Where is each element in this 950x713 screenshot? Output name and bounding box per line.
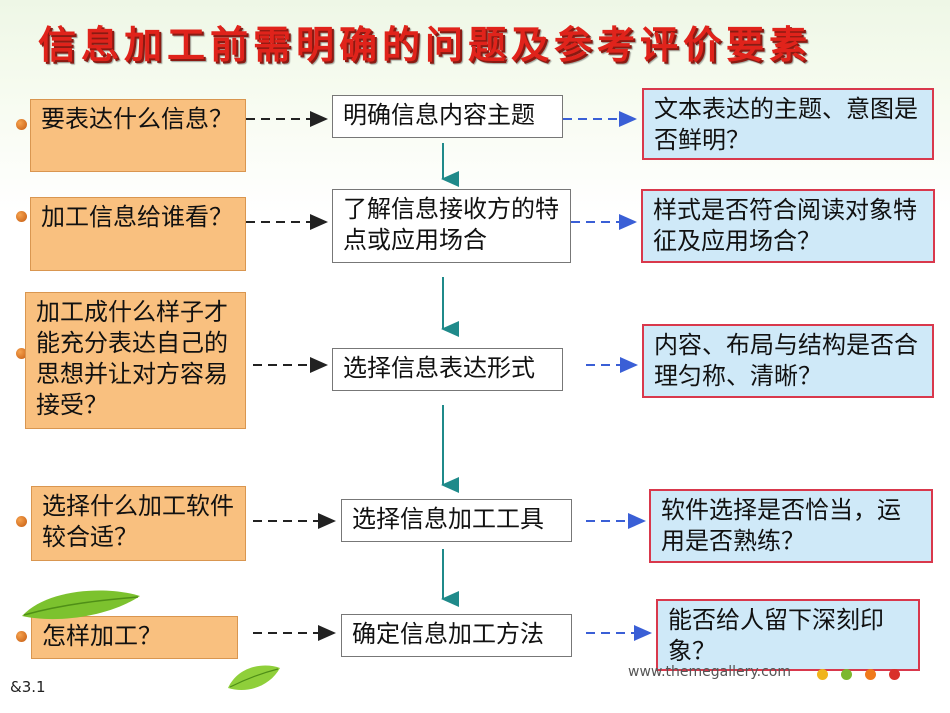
dot-icon [841,669,852,680]
bullet-dot-icon [16,516,27,527]
criterion-box: 能否给人留下深刻印象？ [656,599,920,671]
footer-url: www.themegallery.com [628,664,791,680]
leaf-icon [18,586,148,622]
step-box: 选择信息表达形式 [332,348,563,391]
step-box: 明确信息内容主题 [332,95,563,138]
bullet-dot-icon [16,631,27,642]
step-box: 选择信息加工工具 [341,499,572,542]
criterion-box: 文本表达的主题、意图是否鲜明？ [642,88,934,160]
step-box: 确定信息加工方法 [341,614,572,657]
dot-icon [865,669,876,680]
question-box: 加工成什么样子才能充分表达自己的思想并让对方容易接受？ [25,292,246,429]
question-box: 加工信息给谁看？ [30,197,246,271]
criterion-box: 样式是否符合阅读对象特征及应用场合？ [641,189,935,263]
step-box: 了解信息接收方的特点或应用场合 [332,189,571,263]
question-box: 选择什么加工软件较合适？ [31,486,246,561]
criterion-box: 软件选择是否恰当，运用是否熟练？ [649,489,933,563]
leaf-icon [226,662,282,694]
criterion-box: 内容、布局与结构是否合理匀称、清晰？ [642,324,934,398]
question-box: 要表达什么信息？ [30,99,246,172]
dot-icon [889,669,900,680]
bullet-dot-icon [16,119,27,130]
page-number: &3.1 [10,678,46,696]
dot-icon [817,669,828,680]
question-box: 怎样加工？ [31,616,238,659]
bullet-dot-icon [16,211,27,222]
